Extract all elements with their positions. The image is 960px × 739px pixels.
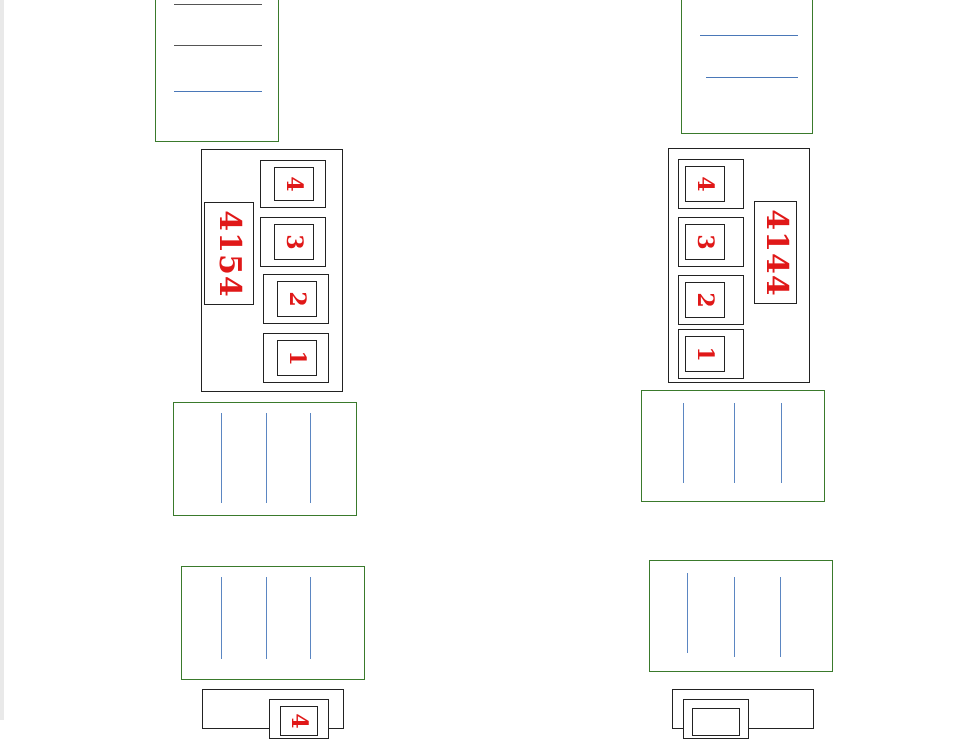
seat-3[interactable]: 3 [678, 217, 744, 267]
seat-1[interactable]: 1 [678, 329, 744, 379]
seat-4-bottom[interactable]: 4 [269, 699, 329, 739]
unit-code-left: 4154 [204, 202, 254, 305]
desk-lower-left [181, 566, 365, 680]
scan-edge [0, 0, 4, 720]
seat-number: 1 [284, 350, 310, 366]
seat-number: 4 [281, 176, 307, 192]
seat-number: 1 [692, 346, 718, 362]
unit-code-right: 4144 [754, 201, 797, 304]
seat-bottom-right[interactable] [683, 699, 749, 739]
seat-4[interactable]: 4 [260, 160, 326, 208]
seat-number: 2 [692, 292, 718, 308]
seat-2[interactable]: 2 [678, 275, 744, 325]
desk-lower-right [649, 560, 833, 672]
seat-3[interactable]: 3 [260, 217, 326, 267]
seat-number: 3 [692, 234, 718, 250]
unit-code-text: 4154 [212, 209, 247, 298]
desk-top-right [681, 0, 813, 134]
seat-number: 4 [692, 176, 718, 192]
seat-1[interactable]: 1 [263, 333, 329, 383]
unit-code-text: 4144 [758, 208, 794, 297]
unit-panel-right: 4 3 2 1 4144 [668, 148, 810, 383]
desk-top-left [155, 0, 279, 142]
seat-4[interactable]: 4 [678, 159, 744, 209]
desk-mid-right [641, 390, 825, 502]
seat-number: 2 [284, 291, 310, 307]
seat-number: 3 [281, 234, 307, 250]
seat-number: 4 [286, 713, 312, 729]
desk-mid-left [173, 402, 357, 516]
unit-panel-right-bottom [672, 689, 814, 739]
seat-2[interactable]: 2 [263, 274, 329, 324]
unit-panel-left: 4154 4 3 2 1 [201, 149, 343, 392]
unit-panel-left-bottom: 4 [202, 689, 344, 739]
